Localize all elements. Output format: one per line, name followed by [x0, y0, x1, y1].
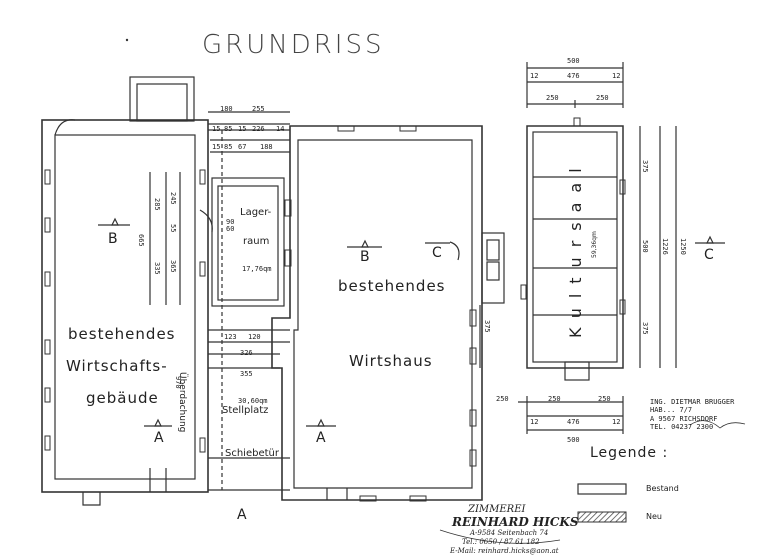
dim-label: 1226	[661, 238, 669, 255]
room-label-wirtshaus-1: bestehendes	[338, 277, 446, 295]
dim-label: 12	[530, 418, 539, 426]
dim-label: 250	[598, 395, 611, 403]
company-phone: Tel.: 0650 / 87 61 182	[462, 538, 540, 546]
dim-label: 476	[567, 72, 580, 80]
dim-label: 285	[153, 198, 161, 211]
dim-label: 90	[226, 218, 235, 226]
company-name-2: REINHARD HICKS	[452, 515, 579, 529]
dim-label: 375	[641, 160, 649, 173]
section-mark-a-center: A	[316, 430, 326, 446]
engineer-line: ING. DIETMAR BRUGGER	[650, 398, 735, 406]
room-label-lager-1: Lager-	[240, 207, 272, 218]
dim-label: 188	[260, 143, 273, 151]
wirtschaft-outer-wall	[41, 119, 209, 493]
wirtschaft-inner-wall	[54, 134, 196, 480]
room-label-wirtshaus-2: Wirtshaus	[349, 352, 433, 370]
section-mark-a-bottom: A	[237, 507, 247, 523]
section-mark-c-right: C	[704, 247, 714, 263]
dim-label: 500	[567, 57, 580, 65]
dim-label: 970	[174, 376, 182, 389]
company-name-1: ZIMMEREI	[468, 504, 526, 515]
legend-bestand-swatch	[577, 483, 627, 495]
room-label-lager-2: raum	[243, 236, 270, 247]
dim-label: 15	[212, 143, 221, 151]
dim-label: 60	[226, 225, 235, 233]
room-label-wirtschaft-3: gebäude	[86, 389, 159, 407]
wirtshaus-outer-wall	[271, 125, 483, 501]
section-mark-b-center: B	[360, 249, 370, 265]
dim-label: 476	[567, 418, 580, 426]
dim-label: 55	[169, 224, 177, 233]
room-label-stellplatz: Stellplatz	[222, 405, 269, 416]
wirtshaus-inner-wall	[293, 139, 473, 489]
dim-label: 15	[238, 125, 247, 133]
page-title: GRUNDRISS	[202, 30, 385, 60]
stell-area-label: 30,60qm	[238, 397, 268, 405]
dim-label: 250	[548, 395, 561, 403]
dim-label: 12	[530, 72, 539, 80]
dim-label: 226	[252, 125, 265, 133]
dim-label: 1250	[679, 238, 687, 255]
dim-label: 255	[252, 105, 265, 113]
dim-label: 245	[169, 192, 177, 205]
dim-label: 250	[496, 395, 509, 403]
dim-label: 665	[137, 234, 145, 247]
dim-label: 375	[641, 322, 649, 335]
schiebetuer-label: Schiebetür	[225, 448, 279, 459]
dim-label: 123	[224, 333, 237, 341]
dim-label: 15	[212, 125, 221, 133]
company-email: E-Mail: reinhard.hicks@aon.at	[450, 547, 559, 555]
dim-label: 85	[224, 143, 233, 151]
legend-neu-label: Neu	[646, 512, 662, 521]
room-label-kultursaal: Kultursaal	[566, 158, 585, 338]
dim-label: 326	[240, 349, 253, 357]
kultur-area-label: 59,36qm	[591, 231, 598, 258]
lagerraum-wall	[211, 177, 285, 307]
company-address: A-9584 Seitenbach 74	[470, 529, 549, 537]
section-mark-b-left: B	[108, 231, 118, 247]
dim-label: 67	[238, 143, 247, 151]
dim-label: 14	[276, 125, 285, 133]
dim-label: 12	[612, 418, 621, 426]
engineer-line: A 9567 RICHSDORF	[650, 414, 718, 423]
engineer-line: TEL. 04237 2300	[650, 423, 714, 432]
legend-neu-swatch	[577, 511, 627, 523]
section-mark-a-left: A	[154, 430, 164, 446]
room-label-wirtschaft-1: bestehendes	[68, 325, 176, 343]
section-mark-c-center: C	[432, 245, 442, 261]
dim-label: 250	[546, 94, 559, 102]
dim-label: 180	[220, 105, 233, 113]
dim-label: 85	[224, 125, 233, 133]
dim-label: 365	[169, 260, 177, 273]
dim-label: 355	[240, 370, 253, 378]
dim-label: 12	[612, 72, 621, 80]
lager-area-label: 17,76qm	[242, 265, 272, 273]
legend-title: Legende :	[590, 445, 669, 461]
dim-label: 120	[248, 333, 261, 341]
room-label-wirtschaft-2: Wirtschafts-	[66, 357, 168, 375]
engineer-line: HAB... 7/7	[650, 406, 693, 415]
dim-label: 335	[153, 262, 161, 275]
engineer-stamp: ING. DIETMAR BRUGGER HAB... 7/7 A 9567 R…	[650, 398, 734, 432]
dim-label: 500	[567, 436, 580, 444]
dim-label: 500	[641, 240, 649, 253]
dim-label: 375	[483, 320, 491, 333]
legend-bestand-label: Bestand	[646, 484, 679, 493]
dim-label: 250	[596, 94, 609, 102]
